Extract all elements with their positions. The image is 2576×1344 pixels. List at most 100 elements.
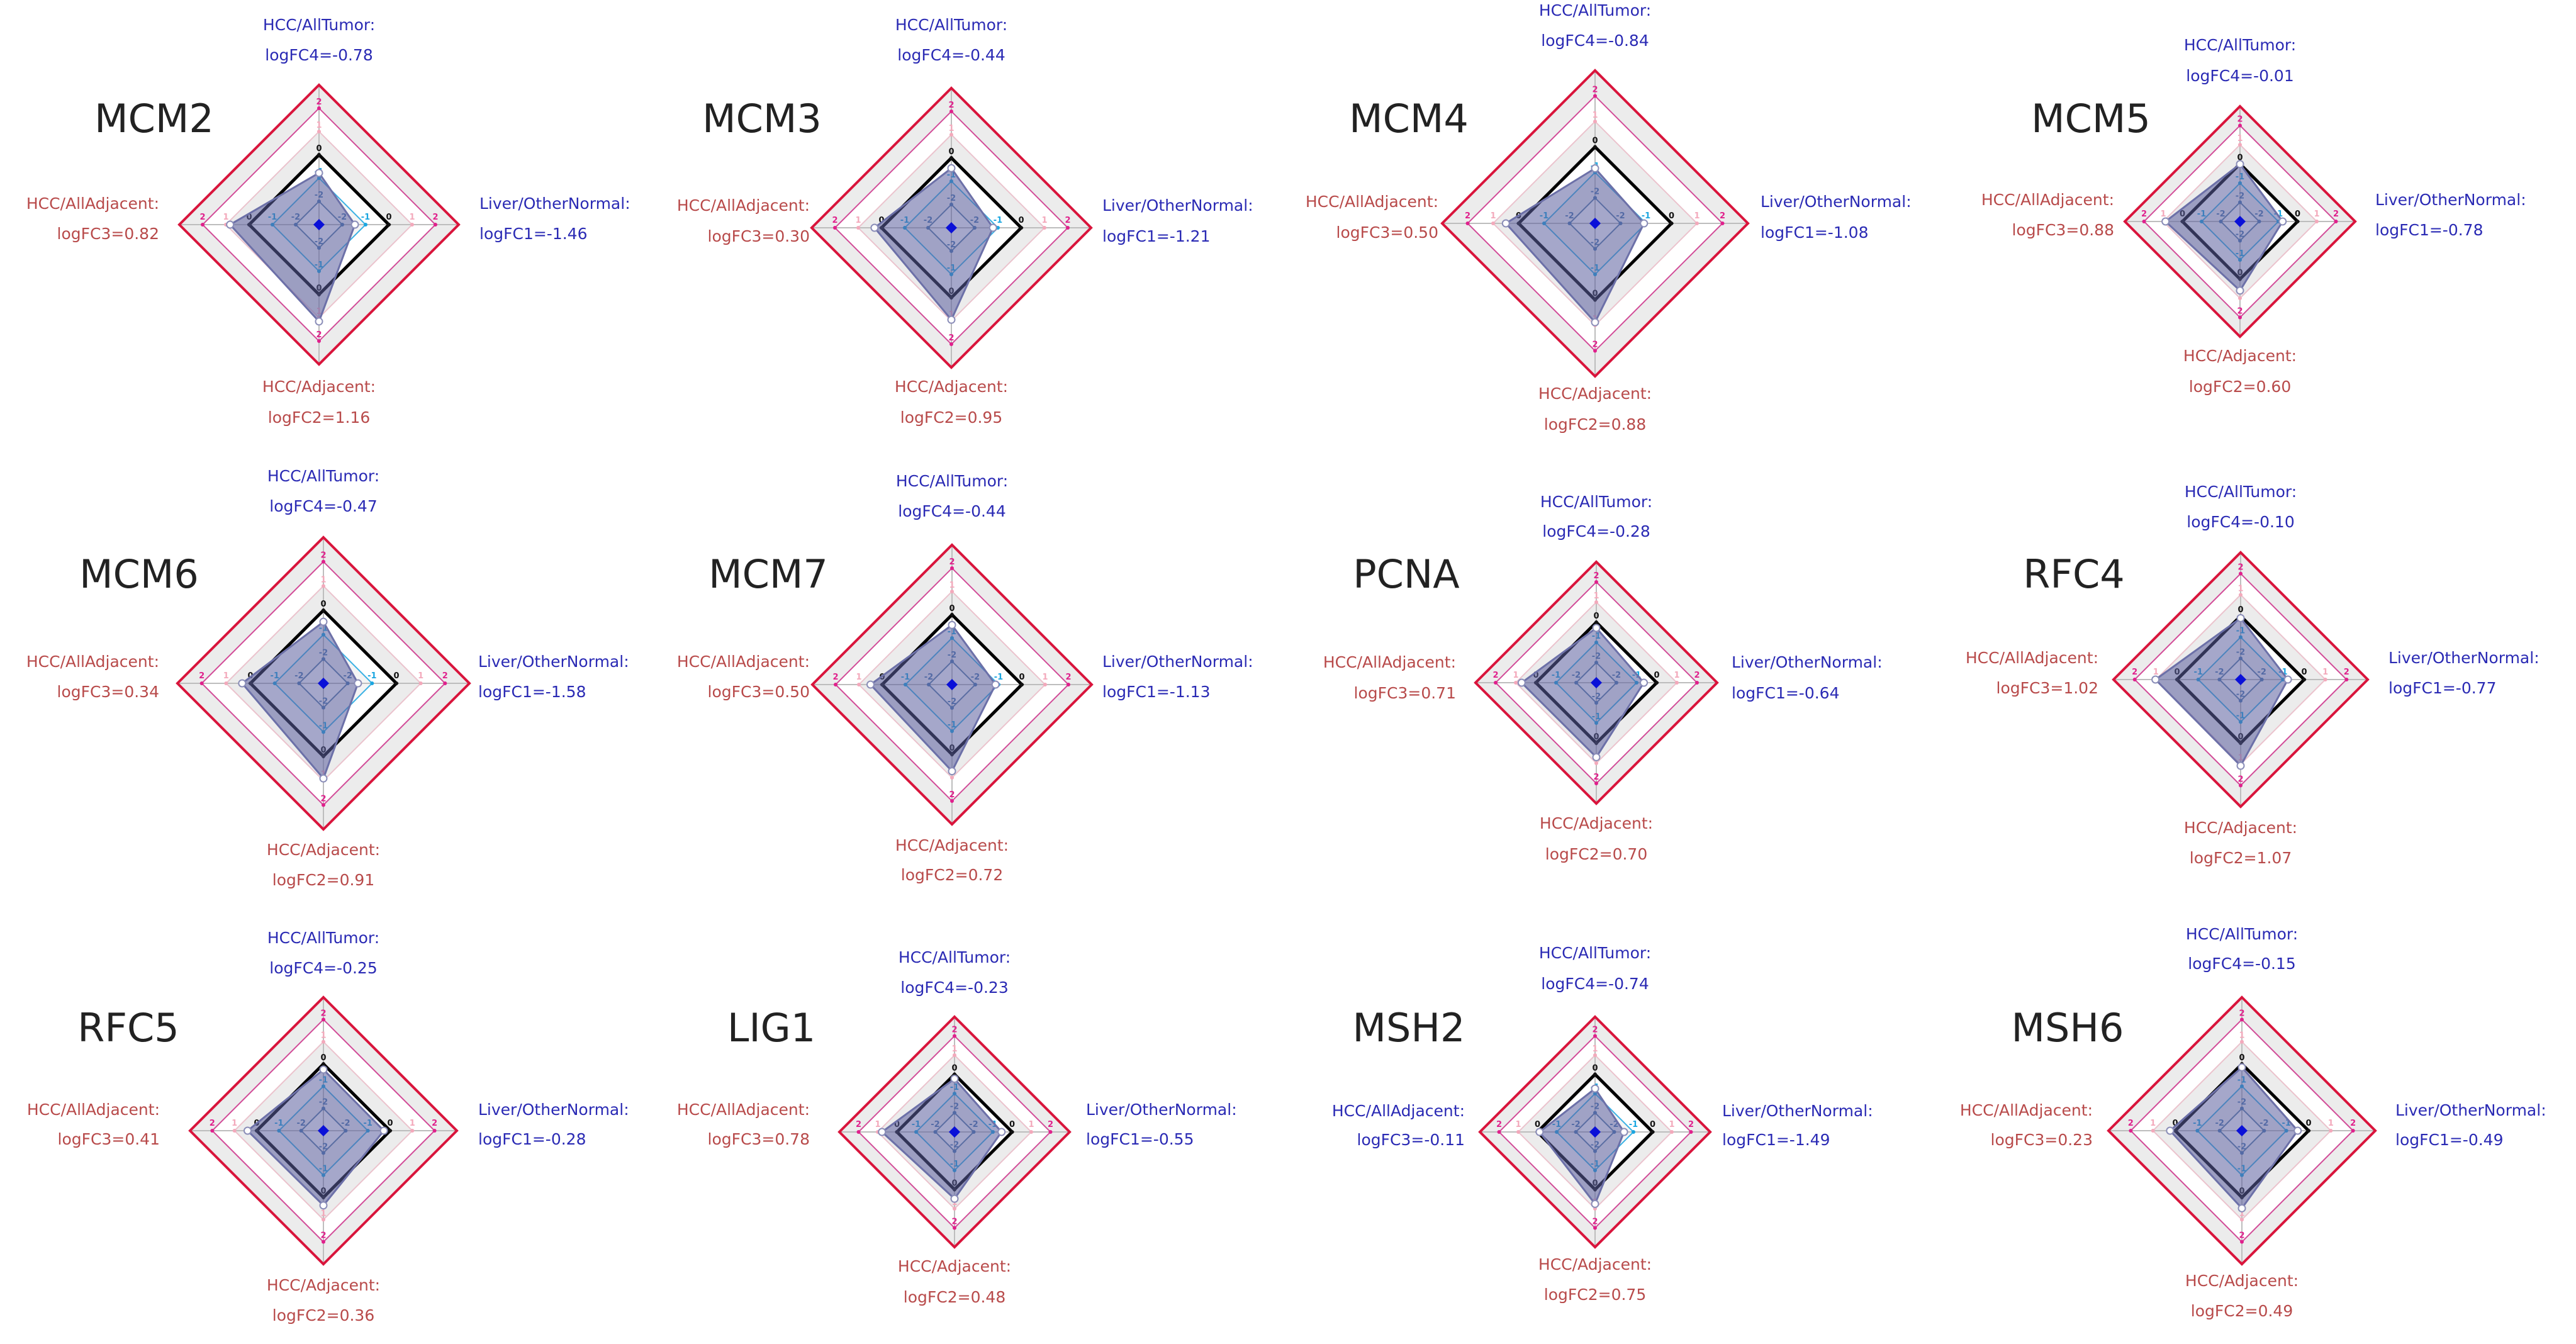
tick-label-right: 1 (410, 1119, 415, 1128)
ring-tick-dot (1494, 681, 1498, 685)
data-point-logfc4[interactable] (2236, 613, 2245, 622)
axis-label-right-value: logFC1=-1.08 (1761, 223, 1868, 242)
tick-label-left: 1 (1513, 671, 1518, 680)
tick-label-left: 2 (832, 216, 837, 225)
data-point-logfc3[interactable] (226, 220, 235, 229)
data-point-logfc2[interactable] (950, 1194, 959, 1203)
data-point-logfc2[interactable] (1591, 318, 1599, 327)
axis-label-bottom-name: HCC/Adjacent: (262, 378, 376, 396)
data-point-logfc2[interactable] (315, 317, 323, 326)
data-point-logfc4[interactable] (319, 1065, 328, 1074)
data-point-logfc2[interactable] (2236, 761, 2245, 770)
data-point-logfc4[interactable] (948, 620, 956, 629)
ring-tick-dot (2344, 678, 2349, 681)
data-point-logfc3[interactable] (1517, 678, 1526, 687)
data-point-logfc2[interactable] (948, 767, 956, 776)
data-point-logfc4[interactable] (2236, 160, 2244, 169)
tick-label-left: 2 (1496, 1120, 1502, 1129)
axis-label-right-name: Liver/OtherNormal: (1102, 196, 1253, 215)
data-point-logfc1[interactable] (2283, 675, 2292, 684)
ring-tick-dot (1593, 1072, 1597, 1077)
ring-tick-dot (2351, 1129, 2355, 1133)
data-point-logfc4[interactable] (1592, 624, 1601, 632)
gene-title: PCNA (1353, 551, 1459, 597)
axis-label-left-value: logFC3=0.78 (708, 1130, 810, 1148)
ring-tick-dot (410, 1129, 415, 1133)
ring-tick-dot (317, 130, 321, 133)
axis-label-right-name: Liver/OtherNormal: (479, 194, 630, 213)
ring-tick-dot (434, 223, 437, 227)
data-point-logfc2[interactable] (2236, 286, 2244, 295)
data-point-logfc4[interactable] (947, 164, 956, 172)
data-point-logfc3[interactable] (2161, 217, 2170, 226)
tick-label-right: 0 (1019, 673, 1024, 682)
data-point-logfc3[interactable] (870, 223, 879, 232)
tick-label-top: 2 (949, 557, 955, 567)
data-point-logfc4[interactable] (319, 617, 328, 626)
data-point-logfc1[interactable] (379, 1126, 388, 1135)
data-point-logfc4[interactable] (950, 1075, 959, 1084)
data-point-logfc3[interactable] (2151, 675, 2160, 684)
data-point-logfc1[interactable] (988, 223, 997, 232)
tick-label-top: 0 (320, 600, 326, 609)
ring-tick-dot (1593, 1226, 1597, 1230)
data-point-logfc1[interactable] (2278, 217, 2287, 226)
data-point-logfc1[interactable] (354, 679, 362, 688)
data-point-logfc1[interactable] (350, 220, 359, 229)
tick-label-left: 1 (855, 216, 861, 225)
ring-tick-dot (950, 590, 954, 593)
data-point-logfc4[interactable] (1591, 164, 1599, 173)
data-point-logfc1[interactable] (2293, 1126, 2302, 1135)
ring-tick-dot (1675, 681, 1679, 685)
data-point-logfc1[interactable] (997, 1128, 1006, 1136)
axis-label-top-value: logFC4=-0.15 (2188, 955, 2295, 973)
axis-label-top-name: HCC/AllTumor: (899, 948, 1011, 966)
axis-label-bottom-value: logFC2=0.49 (2191, 1302, 2293, 1320)
tick-label-left: 2 (1492, 671, 1498, 680)
data-point-logfc3[interactable] (878, 1128, 887, 1136)
data-point-logfc2[interactable] (947, 315, 956, 324)
axis-label-top-value: logFC4=-0.84 (1541, 31, 1649, 50)
data-point-logfc3[interactable] (244, 1126, 252, 1135)
tick-label-left: 1 (223, 213, 228, 222)
data-point-logfc1[interactable] (1620, 1128, 1628, 1136)
ring-tick-dot (2142, 220, 2146, 223)
radar-chart-rfc5: 222211110000-1-1-1-1-2-2-2-2RFC5HCC/AllT… (27, 929, 629, 1324)
axis-label-left-name: HCC/AllAdjacent: (27, 1100, 160, 1119)
data-point-logfc2[interactable] (1591, 1199, 1599, 1208)
ring-tick-dot (2334, 220, 2338, 223)
tick-label-right: 0 (2301, 668, 2307, 677)
ring-tick-dot (953, 1207, 956, 1211)
ring-tick-dot (210, 1129, 215, 1133)
gene-title: LIG1 (727, 1005, 815, 1051)
axis-label-left-value: logFC3=-0.11 (1357, 1131, 1465, 1149)
tick-label-right: 1 (1041, 216, 1047, 225)
center-marker (949, 1126, 960, 1138)
data-point-logfc4[interactable] (1591, 1084, 1599, 1093)
data-point-logfc3[interactable] (2166, 1126, 2175, 1135)
axis-label-top-name: HCC/AllTumor: (2186, 925, 2298, 943)
data-point-logfc3[interactable] (1535, 1128, 1544, 1136)
data-point-logfc2[interactable] (1592, 753, 1601, 761)
data-point-logfc3[interactable] (1501, 219, 1510, 228)
tick-label-top: 0 (948, 147, 954, 157)
data-point-logfc4[interactable] (2237, 1063, 2246, 1072)
tick-label-bottom: 2 (951, 1218, 957, 1227)
tick-label-top: 2 (2239, 1009, 2244, 1018)
data-point-logfc1[interactable] (1640, 219, 1649, 228)
data-point-logfc2[interactable] (319, 774, 328, 783)
data-point-logfc2[interactable] (2237, 1204, 2246, 1212)
data-point-logfc2[interactable] (319, 1201, 328, 1210)
data-point-logfc3[interactable] (238, 679, 247, 688)
data-point-logfc1[interactable] (1640, 678, 1649, 687)
data-point-logfc3[interactable] (866, 680, 875, 689)
gene-title: RFC5 (77, 1005, 179, 1051)
tick-label-top: 2 (2237, 115, 2243, 125)
center-marker (946, 679, 958, 690)
ring-tick-dot (199, 681, 204, 685)
data-point-logfc4[interactable] (315, 169, 323, 177)
data-point-logfc1[interactable] (991, 680, 1000, 689)
ring-tick-dot (1720, 221, 1725, 225)
ring-tick-dot (395, 681, 398, 685)
tick-label-right: 2 (2333, 210, 2339, 219)
